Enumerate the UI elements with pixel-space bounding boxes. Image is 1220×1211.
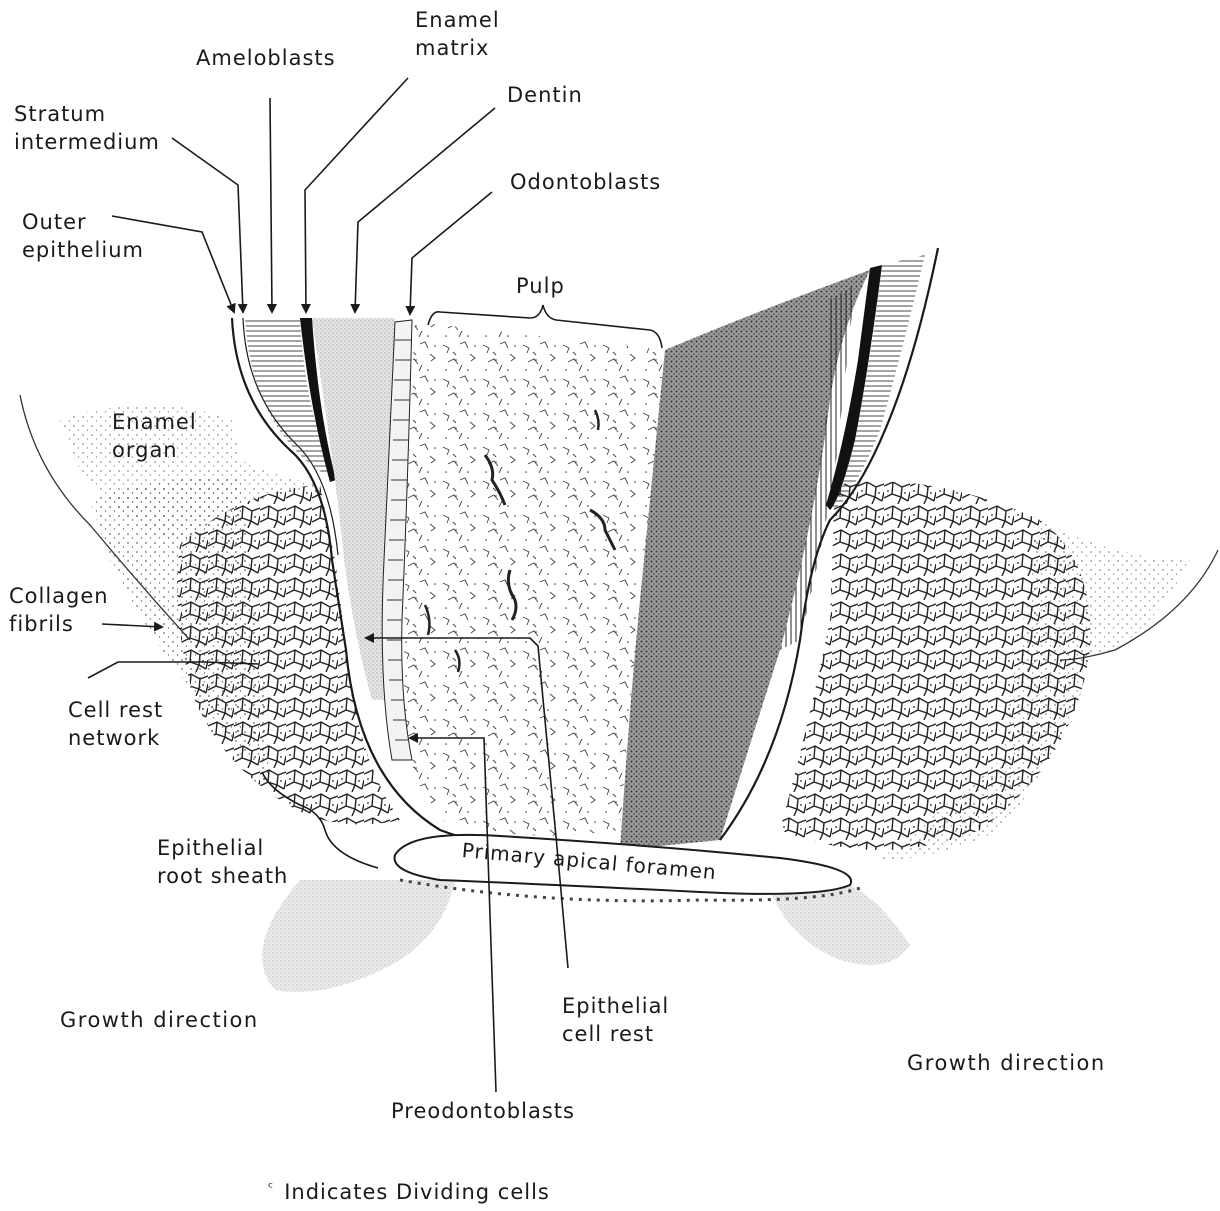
- label-epithelial-root-sheath: Epithelial root sheath: [157, 834, 288, 890]
- label-outer-epithelium: Outer epithelium: [22, 208, 144, 264]
- leader-ameloblasts: [270, 98, 272, 312]
- label-cell-rest-network: Cell rest network: [68, 696, 163, 752]
- label-growth-direction-right: Growth direction: [907, 1049, 1106, 1077]
- label-enamel-matrix: Enamel matrix: [415, 6, 500, 62]
- pulp-region: [404, 322, 665, 836]
- growth-shadow-right: [770, 885, 910, 965]
- label-growth-direction-left: Growth direction: [60, 1006, 259, 1034]
- legend: ᶜ Indicates Dividing cells: [268, 1180, 550, 1204]
- leader-odontoblasts: [410, 192, 492, 314]
- label-ameloblasts: Ameloblasts: [196, 44, 336, 72]
- label-epithelial-cell-rest: Epithelial cell rest: [562, 992, 669, 1048]
- label-pulp: Pulp: [516, 272, 565, 300]
- label-preodontoblasts: Preodontoblasts: [391, 1097, 575, 1125]
- dividing-cell-mark: ᶜ: [268, 1180, 274, 1196]
- label-collagen-fibrils: Collagen fibrils: [9, 582, 109, 638]
- legend-text: Indicates Dividing cells: [284, 1180, 550, 1204]
- leader-dentin: [355, 108, 495, 312]
- growth-shadow-left: [262, 880, 455, 992]
- label-stratum-intermedium: Stratum intermedium: [14, 100, 160, 156]
- label-enamel-organ: Enamel organ: [112, 408, 197, 464]
- label-odontoblasts: Odontoblasts: [510, 168, 661, 196]
- leader-stratum-intermedium: [172, 138, 243, 312]
- label-dentin: Dentin: [507, 81, 583, 109]
